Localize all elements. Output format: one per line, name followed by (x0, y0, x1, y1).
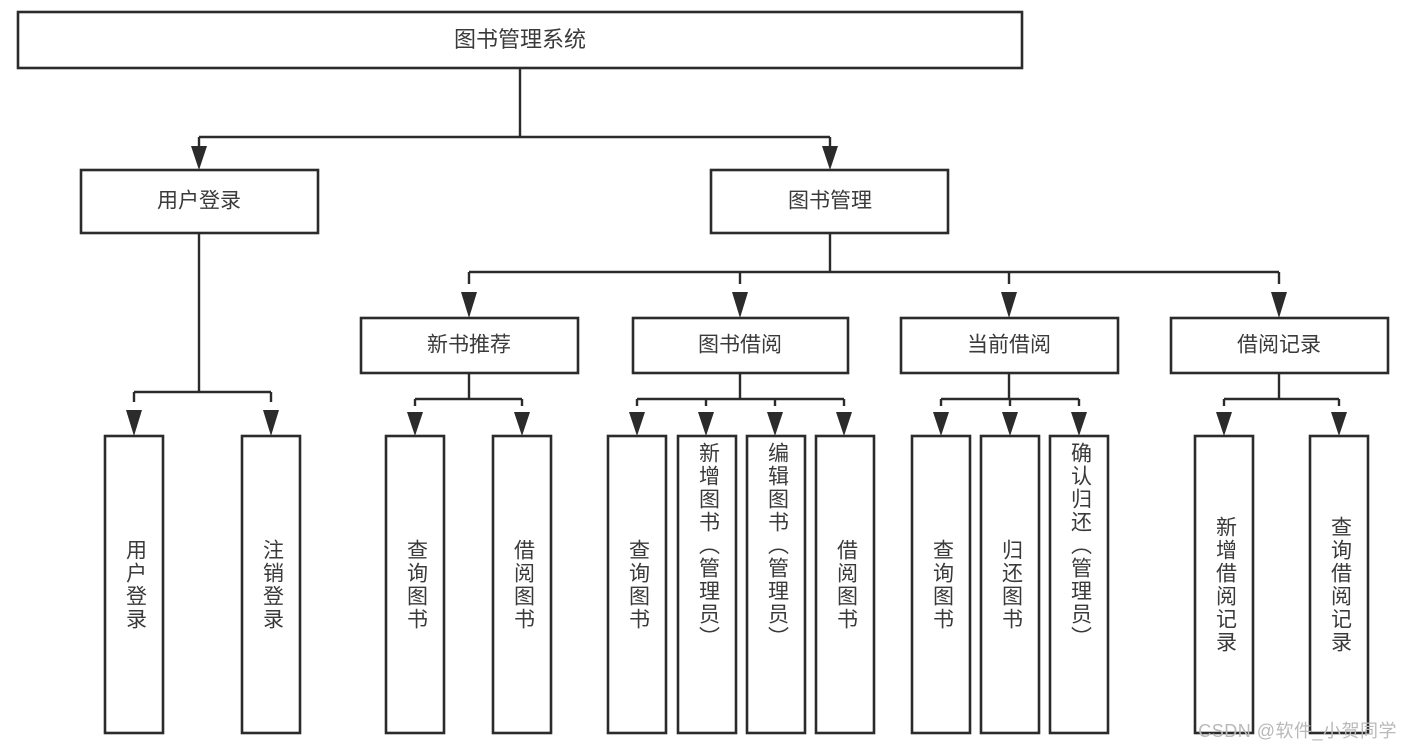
node-current-borrow-label: 当前借阅 (967, 334, 1051, 357)
node-leaf-query-book-1-box[interactable] (384, 434, 446, 735)
arrow-to-leaf-query-book-3 (933, 412, 949, 436)
node-leaf-borrow-book-1-box[interactable] (491, 434, 553, 735)
node-root-box[interactable] (16, 10, 1024, 70)
node-leaf-confirm-return-box[interactable] (1048, 434, 1110, 735)
arrow-to-new-book-recommend (461, 292, 477, 318)
node-current-borrow[interactable]: 当前借阅 (899, 316, 1120, 375)
arrow-to-book-borrow (732, 292, 748, 318)
node-leaf-query-book-3-box[interactable] (910, 434, 972, 735)
node-leaf-borrow-book-2-box[interactable] (814, 434, 876, 735)
node-user-login-label: 用户登录 (157, 190, 241, 213)
watermark: CSDN @软件_小贺同学 (1198, 721, 1397, 741)
node-leaf-user-login-box[interactable] (103, 434, 165, 735)
node-leaf-query-book-2-box[interactable] (606, 434, 668, 735)
node-user-login[interactable]: 用户登录 (79, 168, 320, 235)
arrow-to-leaf-borrow-book-1 (514, 412, 530, 436)
arrow-to-leaf-confirm-return (1071, 412, 1087, 436)
arrow-to-current-borrow (1001, 292, 1017, 318)
arrow-to-leaf-edit-book (767, 412, 783, 436)
node-borrow-record-label: 借阅记录 (1237, 334, 1321, 357)
node-book-manage-label: 图书管理 (788, 190, 872, 213)
node-new-book-recommend-box[interactable] (359, 316, 580, 375)
node-borrow-record-box[interactable] (1169, 316, 1390, 375)
connector-newbook-to-leaves (407, 373, 530, 436)
node-leaf-add-book-box[interactable] (676, 434, 738, 735)
node-book-borrow-label: 图书借阅 (698, 334, 782, 357)
arrow-to-borrow-record (1271, 292, 1287, 318)
node-new-book-recommend-label: 新书推荐 (427, 334, 511, 357)
node-leaf-query-record-box[interactable] (1308, 434, 1370, 735)
node-book-manage-box[interactable] (709, 168, 950, 235)
connector-currentborrow-to-leaves (933, 373, 1087, 436)
connector-bookmanage-to-level3 (461, 233, 1287, 318)
arrow-to-leaf-return-book (1002, 412, 1018, 436)
node-book-borrow-box[interactable] (631, 316, 850, 375)
node-leaf-add-record-box[interactable] (1193, 434, 1255, 735)
arrow-to-leaf-query-record (1331, 412, 1347, 436)
connector-bookborrow-to-leaves (629, 373, 852, 436)
node-leaf-return-book-box[interactable] (979, 434, 1041, 735)
arrow-to-leaf-add-book (698, 412, 714, 436)
node-current-borrow-box[interactable] (899, 316, 1120, 375)
node-root[interactable]: 图书管理系统 (16, 10, 1024, 70)
node-leaf-user-logout-box[interactable] (240, 434, 302, 735)
node-new-book-recommend[interactable]: 新书推荐 (359, 316, 580, 375)
node-borrow-record[interactable]: 借阅记录 (1169, 316, 1390, 375)
node-book-borrow[interactable]: 图书借阅 (631, 316, 850, 375)
node-user-login-box[interactable] (79, 168, 320, 235)
arrow-to-leaf-user-logout (263, 410, 279, 436)
connector-userlogin-to-leaves (126, 233, 279, 436)
node-leaf-edit-book-box[interactable] (745, 434, 807, 735)
arrow-to-leaf-query-book-1 (407, 412, 423, 436)
arrow-to-leaf-query-book-2 (629, 412, 645, 436)
node-root-label: 图书管理系统 (454, 27, 586, 52)
node-book-manage[interactable]: 图书管理 (709, 168, 950, 235)
arrow-to-leaf-add-record (1216, 412, 1232, 436)
arrow-to-leaf-user-login (126, 410, 142, 436)
arrow-to-leaf-borrow-book-2 (836, 412, 852, 436)
arrow-to-book-manage (822, 146, 838, 170)
arrow-to-user-login (191, 146, 207, 170)
connector-root-to-level2 (191, 69, 838, 170)
connector-borrowrecord-to-leaves (1216, 373, 1347, 436)
